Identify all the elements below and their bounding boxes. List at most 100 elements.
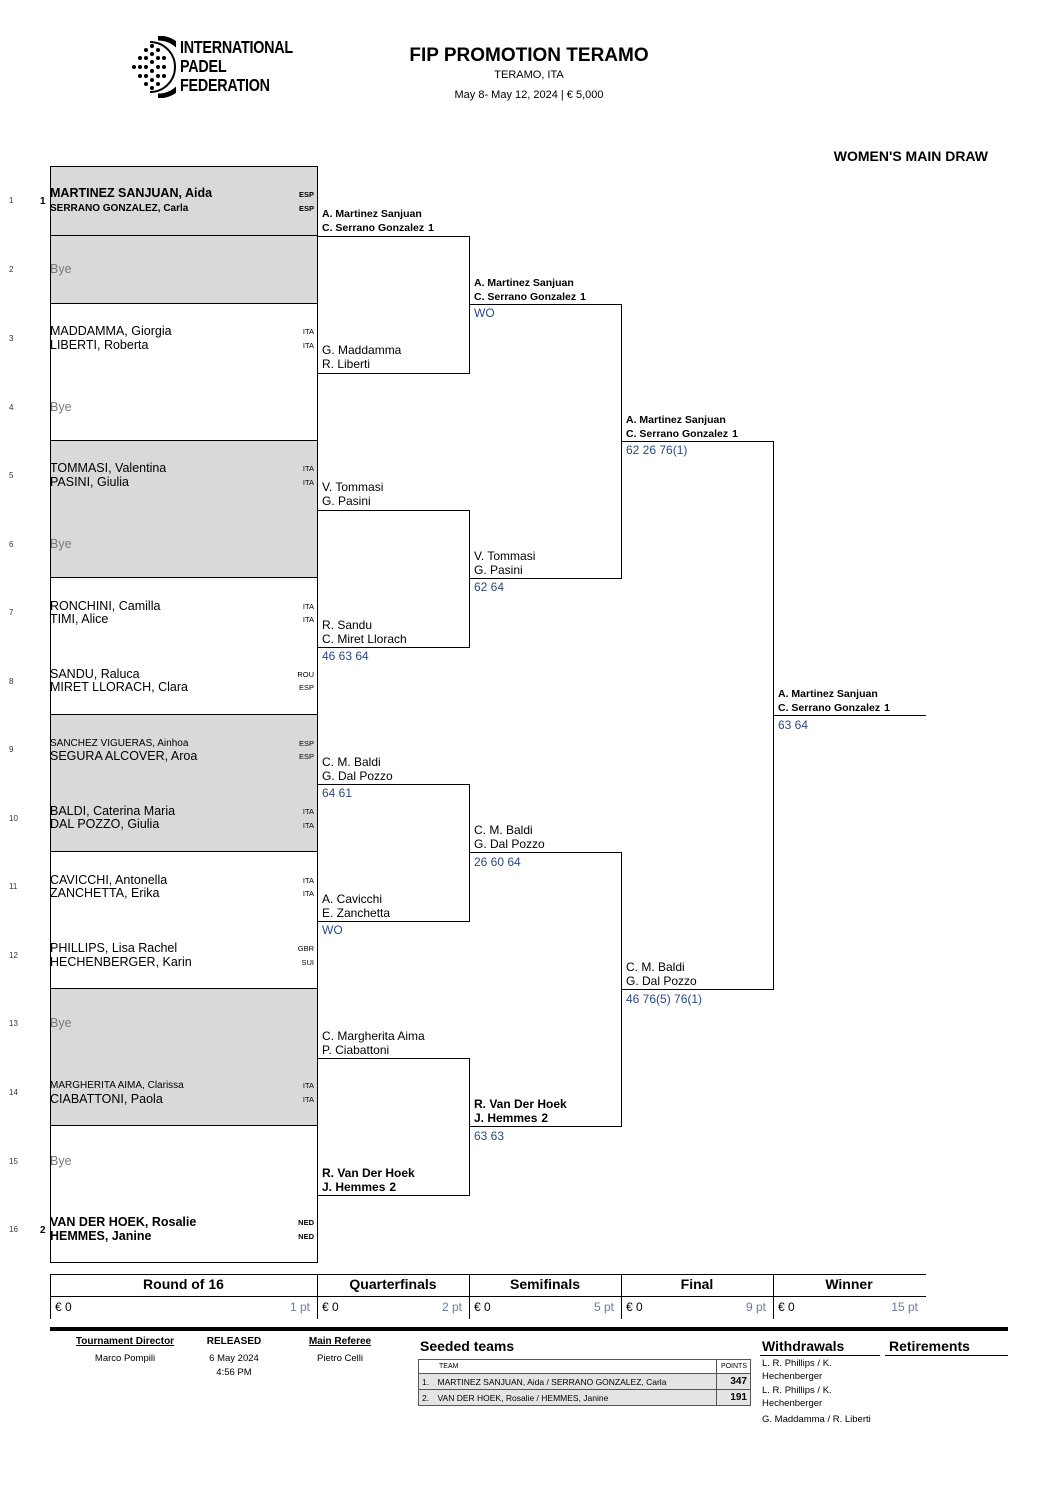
team-player: R. Sandu — [322, 618, 373, 632]
team-player: C. Miret Llorach — [322, 632, 407, 646]
team-player-name: J. Hemmes — [474, 1111, 538, 1125]
withdrawal-entry: L. R. Phillips / K. Hechenberger — [762, 1385, 832, 1409]
country-code: ITA — [302, 602, 314, 611]
country-code: ITA — [302, 327, 314, 336]
round-header: Semifinals — [509, 1276, 581, 1292]
player-name: MARTINEZ SANJUAN, Aida — [50, 186, 213, 200]
seed-rank: 1. — [418, 1373, 435, 1390]
draw-position: 10 — [9, 814, 18, 823]
country-code: ESP — [298, 190, 314, 199]
round-prize: € 0 — [778, 1300, 795, 1314]
match-score: 63 64 — [778, 718, 809, 732]
withdrawal-entry: L. R. Phillips / K. Hechenberger — [762, 1358, 832, 1382]
seed-rank: 2. — [418, 1389, 435, 1406]
draw-position: 12 — [9, 951, 18, 960]
player-name: MIRET LLORACH, Clara — [50, 680, 188, 694]
country-code: ITA — [302, 807, 314, 816]
released-date: 6 May 2024 — [209, 1353, 259, 1364]
player-name: PHILLIPS, Lisa Rachel — [50, 941, 178, 955]
table-border — [469, 1274, 470, 1319]
org-line-1: INTERNATIONAL — [180, 37, 293, 57]
table-border — [50, 1274, 51, 1319]
table-border — [50, 1296, 926, 1297]
tournament-location: TERAMO, ITA — [494, 69, 564, 81]
player-name: SERRANO GONZALEZ, Carla — [50, 203, 189, 214]
team-player: G. Dal Pozzo — [322, 769, 393, 783]
seed-number: 1 — [732, 428, 738, 440]
bracket-line — [470, 304, 622, 305]
section-underline — [885, 1355, 1008, 1356]
round-header: Final — [680, 1276, 714, 1292]
player-name: BALDI, Caterina Maria — [50, 804, 176, 818]
draw-position: 15 — [9, 1157, 18, 1166]
seeded-points: 191 — [716, 1389, 751, 1406]
section-underline — [760, 1355, 880, 1356]
team-player: G. Pasini — [474, 563, 523, 577]
bracket-line — [774, 715, 926, 716]
org-line-3: FEDERATION — [180, 75, 270, 95]
padel-ball-logo-icon — [132, 36, 176, 98]
seed-number: 2 — [389, 1180, 397, 1194]
bracket-line — [318, 647, 470, 648]
match-score: WO — [474, 306, 495, 320]
table-border — [317, 1274, 318, 1319]
team-player: A. Martinez Sanjuan — [778, 688, 878, 700]
tournament-title: FIP PROMOTION TERAMO — [409, 45, 649, 66]
round-points: 15 pt — [891, 1300, 918, 1314]
bracket-line — [318, 373, 470, 374]
match-score: 63 63 — [474, 1129, 505, 1143]
country-code: ITA — [302, 615, 314, 624]
team-player: P. Ciabattoni — [322, 1043, 390, 1057]
round-header: Winner — [825, 1276, 873, 1292]
team-player: A. Martinez Sanjuan — [474, 277, 574, 289]
draw-position: 1 — [9, 196, 14, 205]
draw-title: WOMEN'S MAIN DRAW — [833, 148, 988, 164]
table-border — [50, 1274, 926, 1275]
seed-number: 1 — [884, 702, 890, 714]
bracket-line — [622, 441, 774, 442]
country-code: ITA — [302, 889, 314, 898]
player-name: TOMMASI, Valentina — [50, 461, 167, 475]
draw-position: 4 — [9, 403, 14, 412]
player-name: CAVICCHI, Antonella — [50, 873, 168, 887]
team-player-name: J. Hemmes — [322, 1180, 386, 1194]
team-player: R. Van Der Hoek — [474, 1097, 567, 1111]
team-player: R. Van Der Hoek — [322, 1166, 415, 1180]
team-player: C. Margherita Aima — [322, 1029, 425, 1043]
draw-position: 6 — [9, 540, 14, 549]
seed-number: 1 — [428, 222, 434, 234]
seed-number: 2 — [40, 1225, 46, 1236]
team-player: G. Maddamma — [322, 343, 402, 357]
bracket-line — [470, 1126, 622, 1127]
released-label: RELEASED — [206, 1336, 262, 1347]
table-row: 2. VAN DER HOEK, Rosalie / HEMMES, Janin… — [418, 1389, 751, 1406]
draw-box-9-10 — [50, 714, 318, 852]
bracket-line — [773, 441, 774, 990]
bracket-line — [470, 852, 622, 853]
team-player-name: C. Serrano Gonzalez — [778, 702, 881, 714]
country-code: ITA — [302, 876, 314, 885]
team-player: E. Zanchetta — [322, 906, 391, 920]
match-score: 62 64 — [474, 580, 505, 594]
bracket-line — [318, 784, 470, 785]
team-player: G. Dal Pozzo — [626, 974, 697, 988]
match-score: 46 63 64 — [322, 649, 369, 663]
team-player-name: C. Serrano Gonzalez — [322, 222, 425, 234]
points-column-header: POINTS — [716, 1359, 751, 1374]
round-points: 1 pt — [289, 1300, 310, 1314]
seed-number: 1 — [580, 291, 586, 303]
player-name: VAN DER HOEK, Rosalie — [50, 1215, 197, 1229]
bye-label: Bye — [50, 1016, 72, 1030]
bracket-line — [318, 510, 470, 511]
team-player: C. M. Baldi — [322, 755, 381, 769]
country-code: NED — [298, 1232, 314, 1241]
team-player: G. Pasini — [322, 494, 371, 508]
country-code: ESP — [298, 204, 314, 213]
